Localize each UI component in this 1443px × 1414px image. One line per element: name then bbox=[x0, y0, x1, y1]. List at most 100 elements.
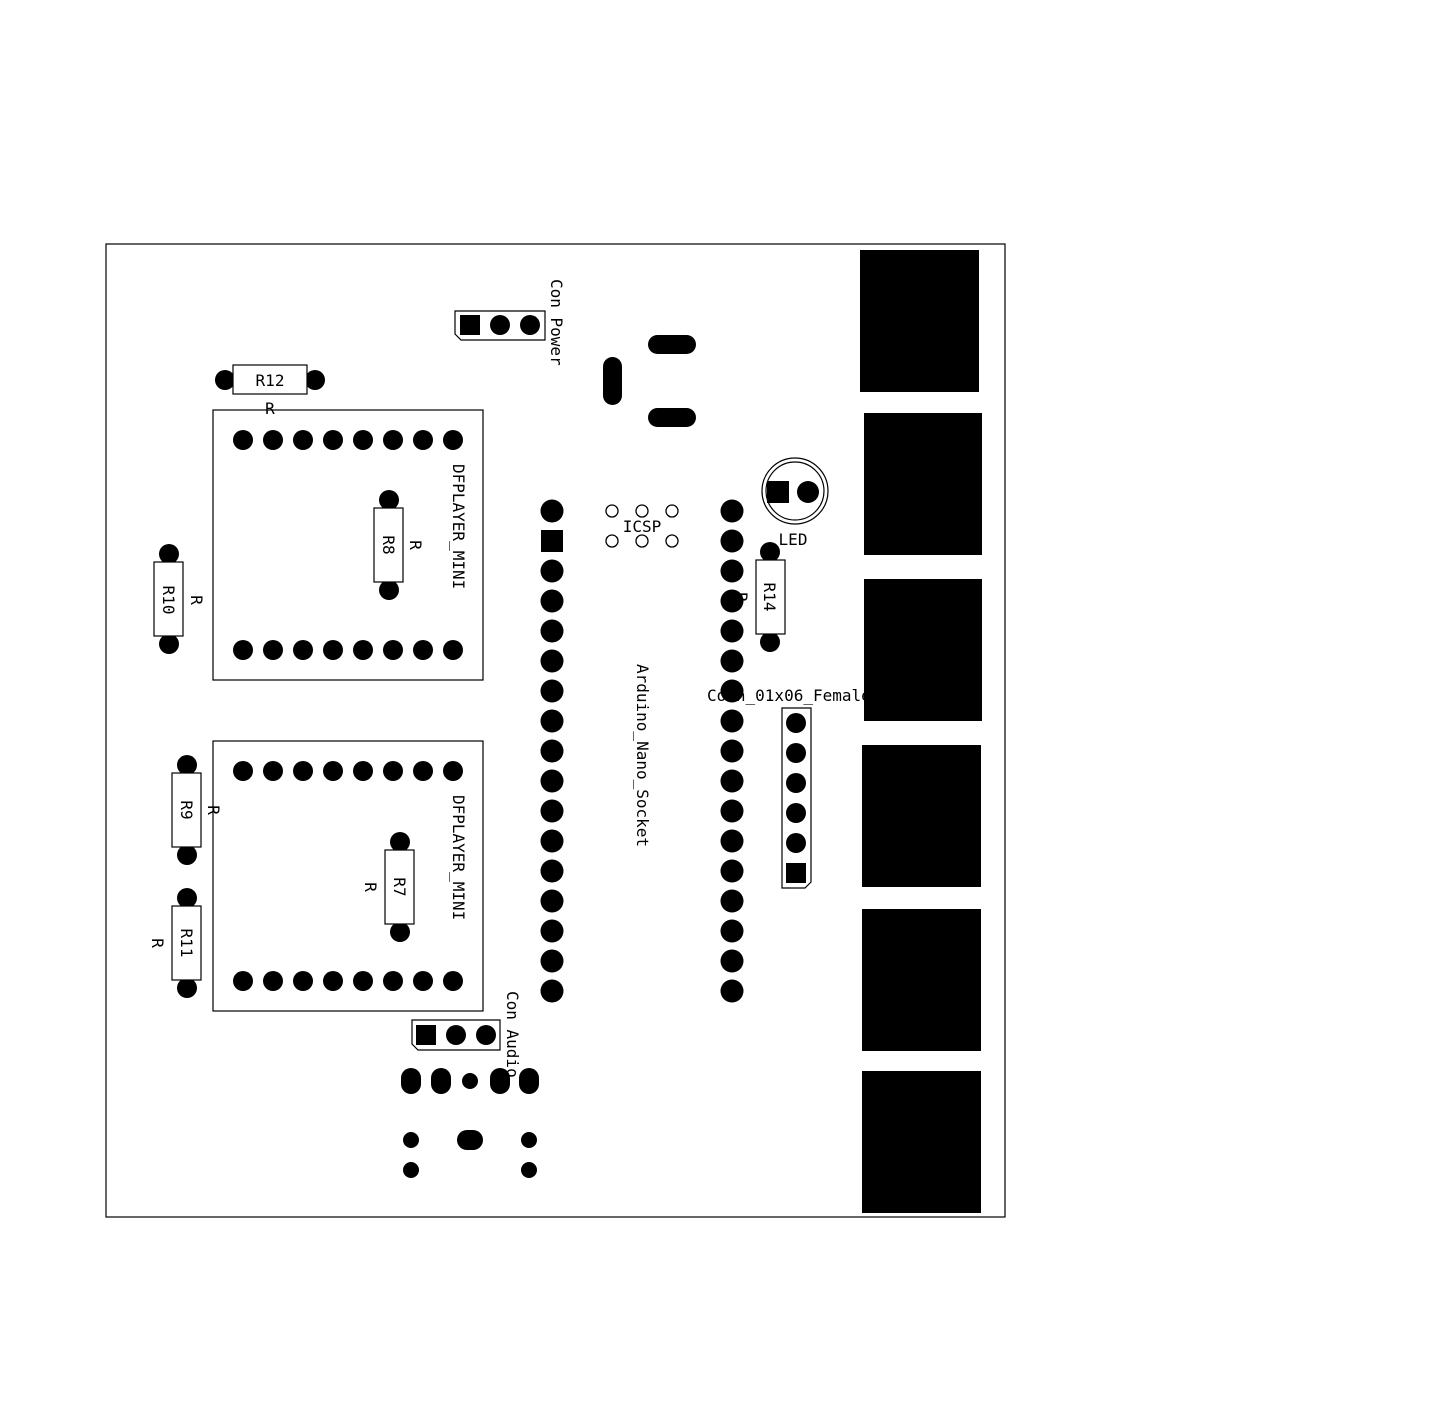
resistor-r9: R9 R bbox=[171, 755, 223, 865]
pin-pad bbox=[443, 971, 463, 991]
pin-pad bbox=[720, 979, 744, 1003]
terminal-pad bbox=[860, 250, 979, 392]
conn-label: Conn_01x06_Female bbox=[707, 686, 871, 705]
terminal-pad bbox=[864, 413, 982, 555]
pin-pad bbox=[263, 430, 283, 450]
board-outline bbox=[105, 243, 1006, 1218]
resistor-r7: R7 R bbox=[361, 832, 415, 942]
pin-pad bbox=[540, 649, 564, 673]
pin-pad bbox=[720, 799, 744, 823]
resistor-r14: R14 R bbox=[732, 542, 786, 652]
terminal-pads bbox=[860, 250, 982, 1213]
pin-pad bbox=[540, 679, 564, 703]
pin-pad bbox=[540, 979, 564, 1003]
icsp-header: ICSP bbox=[605, 504, 679, 548]
pin-pad bbox=[443, 430, 463, 450]
pin-pad bbox=[443, 640, 463, 660]
icsp-pin bbox=[635, 534, 649, 548]
pin-pad bbox=[233, 971, 253, 991]
pin-pad bbox=[443, 761, 463, 781]
pin-pad bbox=[293, 640, 313, 660]
pin-pad bbox=[540, 799, 564, 823]
terminal-pad bbox=[862, 1071, 981, 1213]
pin-pad bbox=[720, 859, 744, 883]
pin-pad bbox=[540, 739, 564, 763]
r9-label: R9 bbox=[177, 800, 196, 819]
pin-pad bbox=[540, 829, 564, 853]
r10-value: R bbox=[187, 595, 206, 605]
pin-pad bbox=[720, 559, 744, 583]
r11-label: R11 bbox=[177, 929, 196, 958]
r8-value: R bbox=[406, 540, 425, 550]
pin-pad bbox=[263, 971, 283, 991]
pin-pad bbox=[540, 949, 564, 973]
dfplayer-2-label: DFPLAYER_MINI bbox=[449, 795, 468, 920]
dfplayer-mini-2: DFPLAYER_MINI bbox=[212, 740, 484, 1012]
pin-pad bbox=[720, 769, 744, 793]
pin-pad bbox=[323, 971, 343, 991]
pin-pad bbox=[263, 761, 283, 781]
pin-pad bbox=[720, 949, 744, 973]
dfplayer-1-label: DFPLAYER_MINI bbox=[449, 464, 468, 589]
pin-pad bbox=[353, 971, 373, 991]
pin-pad bbox=[383, 640, 403, 660]
con-audio-label: Con Audio bbox=[503, 991, 522, 1078]
pin-pad bbox=[720, 619, 744, 643]
pin-pad bbox=[540, 889, 564, 913]
icsp-pin bbox=[635, 504, 649, 518]
resistor-r11: R11 R bbox=[148, 888, 202, 998]
pin-pad bbox=[323, 430, 343, 450]
audio-jack-pads bbox=[401, 1068, 539, 1178]
pin-pad bbox=[353, 640, 373, 660]
pin-pad bbox=[353, 430, 373, 450]
pin-pad bbox=[540, 589, 564, 613]
pin-pad bbox=[540, 499, 564, 523]
pin-pad bbox=[353, 761, 373, 781]
pin-pad bbox=[720, 499, 744, 523]
pin-pad bbox=[540, 769, 564, 793]
pin-1-pad bbox=[541, 530, 563, 552]
icsp-pin bbox=[605, 534, 619, 548]
pin-pad bbox=[413, 761, 433, 781]
pin-pad bbox=[383, 971, 403, 991]
r12-value: R bbox=[265, 399, 275, 418]
pin-pad bbox=[720, 919, 744, 943]
pin-pad bbox=[720, 529, 744, 553]
pin-pad bbox=[720, 649, 744, 673]
pin-pad bbox=[233, 761, 253, 781]
pin-pad bbox=[720, 739, 744, 763]
con-power-connector: Con Power bbox=[454, 279, 566, 366]
terminal-pad bbox=[862, 909, 981, 1051]
pin-pad bbox=[293, 430, 313, 450]
pin-pad bbox=[233, 640, 253, 660]
icsp-label: ICSP bbox=[623, 517, 662, 536]
pin-pad bbox=[413, 971, 433, 991]
pin-pad bbox=[413, 430, 433, 450]
resistor-r8: R8 R bbox=[373, 490, 425, 600]
arduino-nano-socket: Arduino_Nano_Socket bbox=[540, 499, 744, 1003]
r7-label: R7 bbox=[390, 877, 409, 896]
pin-pad bbox=[720, 709, 744, 733]
pin-pad bbox=[293, 971, 313, 991]
r10-label: R10 bbox=[159, 586, 178, 615]
r8-label: R8 bbox=[379, 535, 398, 554]
icsp-pin bbox=[665, 504, 679, 518]
r12-label: R12 bbox=[256, 371, 285, 390]
pin-pad bbox=[233, 430, 253, 450]
terminal-pad bbox=[862, 745, 981, 887]
pin-pad bbox=[720, 829, 744, 853]
con-audio-connector: Con Audio bbox=[411, 991, 522, 1078]
pin-pad bbox=[720, 589, 744, 613]
r14-value: R bbox=[732, 592, 751, 602]
dfplayer-mini-1: DFPLAYER_MINI bbox=[212, 409, 484, 681]
pin-pad bbox=[540, 709, 564, 733]
r9-value: R bbox=[204, 805, 223, 815]
arduino-label: Arduino_Nano_Socket bbox=[633, 664, 652, 847]
pin-pad bbox=[720, 889, 744, 913]
pin-pad bbox=[540, 919, 564, 943]
con-power-label: Con Power bbox=[547, 279, 566, 366]
switch-pads bbox=[603, 335, 696, 427]
pin-pad bbox=[323, 640, 343, 660]
pin-pad bbox=[323, 761, 343, 781]
